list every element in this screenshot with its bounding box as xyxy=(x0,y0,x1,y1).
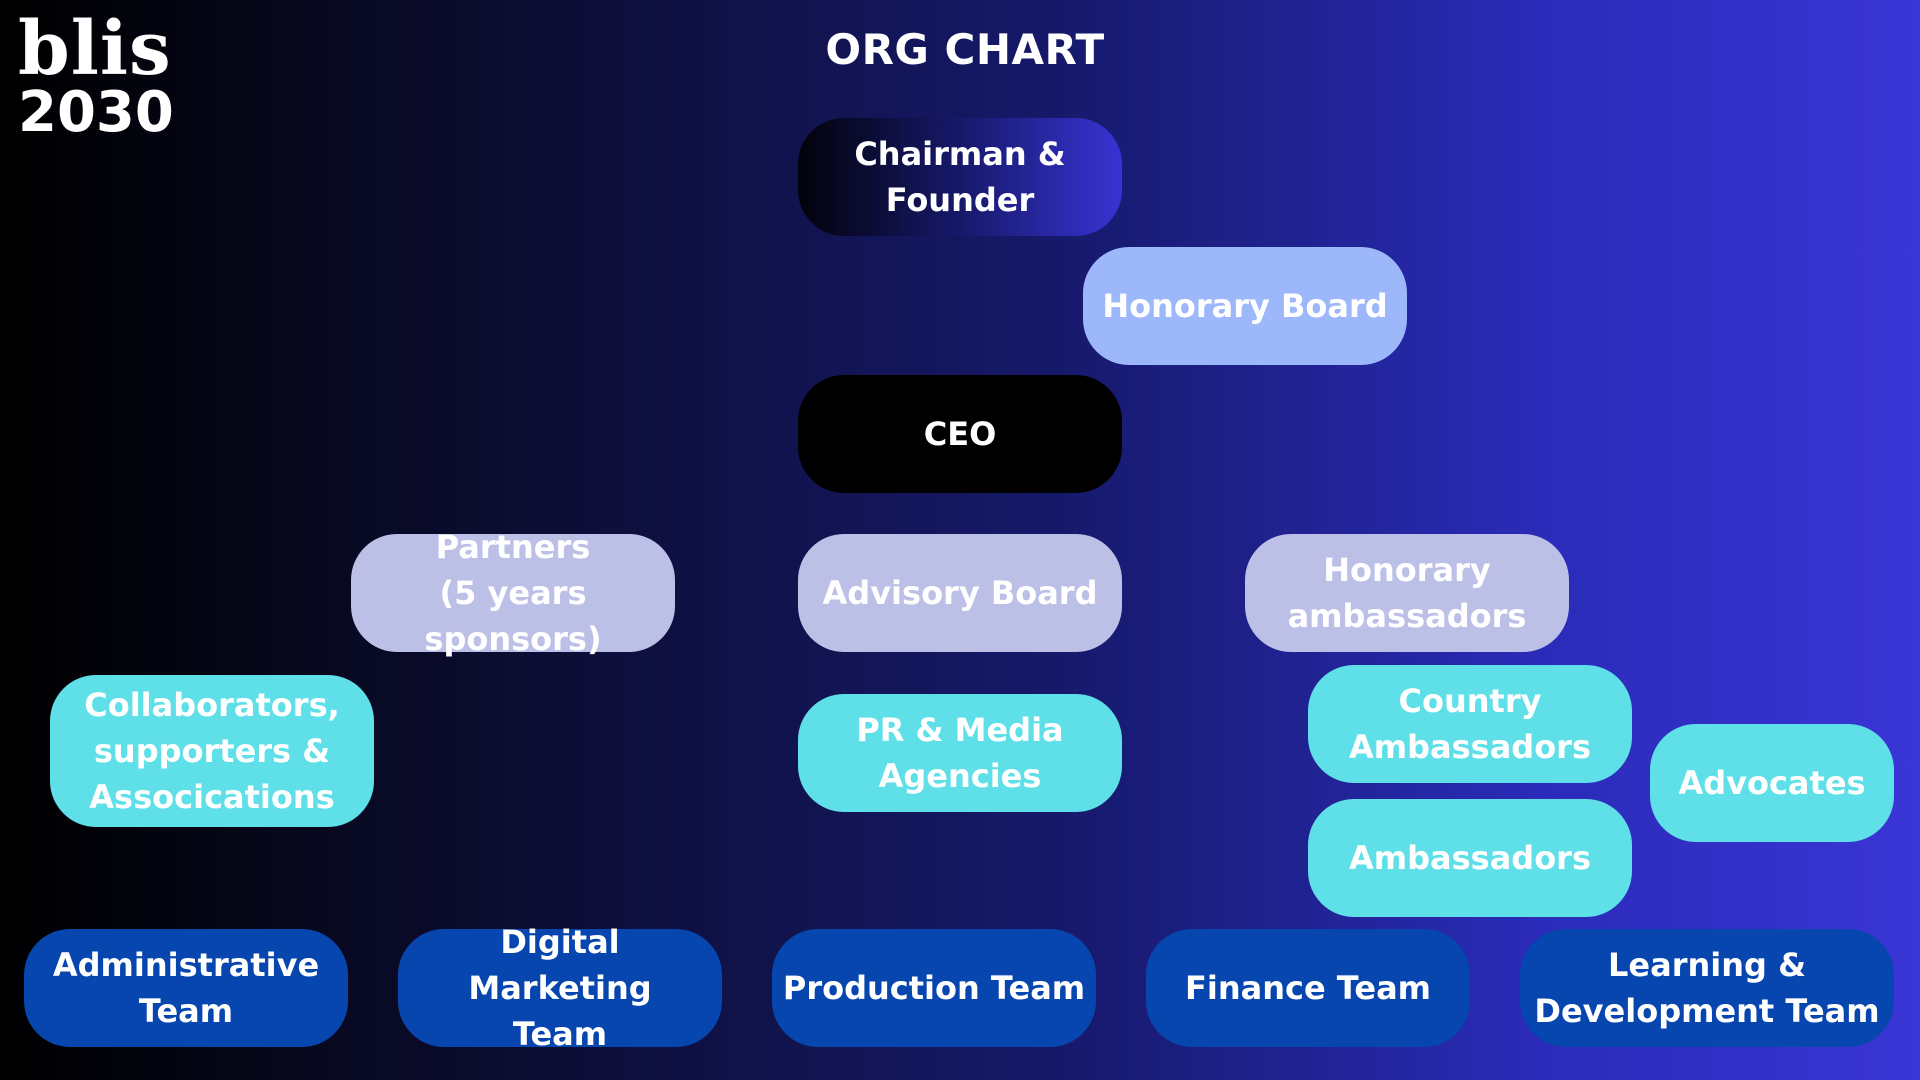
node-honorary-ambassadors: Honorary ambassadors xyxy=(1245,534,1569,652)
node-chairman-founder: Chairman & Founder xyxy=(798,118,1122,236)
node-label: Collaborators, supporters & Assocication… xyxy=(84,686,340,816)
node-label: Partners (5 years sponsors) xyxy=(424,528,602,658)
node-label: Production Team xyxy=(782,969,1086,1007)
node-label: Learning & Development Team xyxy=(1534,946,1880,1030)
node-label: Chairman & Founder xyxy=(854,135,1066,219)
node-production-team: Production Team xyxy=(772,929,1096,1047)
node-country-ambassadors: Country Ambassadors xyxy=(1308,665,1632,783)
node-label: Honorary ambassadors xyxy=(1287,551,1527,635)
node-label: Advisory Board xyxy=(822,574,1098,612)
node-label: Advocates xyxy=(1678,764,1866,802)
node-administrative-team: Administrative Team xyxy=(24,929,348,1047)
node-label: Digital Marketing Team xyxy=(468,923,652,1053)
node-advocates: Advocates xyxy=(1650,724,1894,842)
brand-logo: blis 2030 xyxy=(18,14,174,148)
node-ambassadors: Ambassadors xyxy=(1308,799,1632,917)
node-ceo: CEO xyxy=(798,375,1122,493)
node-advisory-board: Advisory Board xyxy=(798,534,1122,652)
node-collaborators: Collaborators, supporters & Assocication… xyxy=(50,675,374,827)
node-honorary-board: Honorary Board xyxy=(1083,247,1407,365)
node-label: Finance Team xyxy=(1184,969,1431,1007)
node-digital-marketing-team: Digital Marketing Team xyxy=(398,923,722,1053)
node-finance-team: Finance Team xyxy=(1146,929,1470,1047)
logo-year: 2030 xyxy=(18,80,174,145)
node-label: Ambassadors xyxy=(1348,839,1591,877)
node-label: CEO xyxy=(923,415,997,453)
node-pr-media-agencies: PR & Media Agencies xyxy=(798,694,1122,812)
node-label: PR & Media Agencies xyxy=(856,711,1064,795)
node-label: Country Ambassadors xyxy=(1348,682,1591,766)
node-label: Administrative Team xyxy=(52,946,320,1030)
node-label: Honorary Board xyxy=(1102,287,1388,325)
node-partners: Partners (5 years sponsors) xyxy=(351,528,675,658)
logo-wordmark: blis xyxy=(18,14,172,76)
node-learning-development-team: Learning & Development Team xyxy=(1520,929,1894,1047)
page-title: ORG CHART xyxy=(825,25,1105,74)
